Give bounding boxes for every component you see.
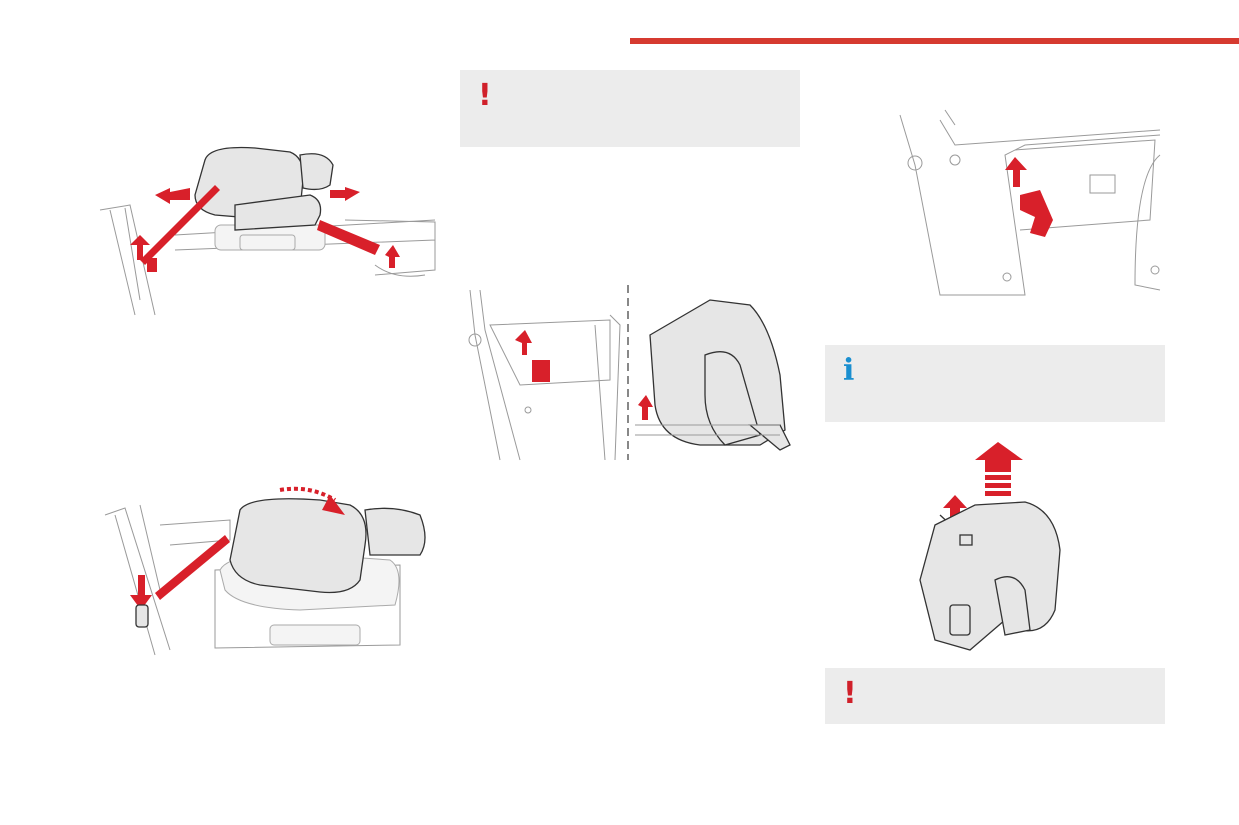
seat-removal-illustration <box>919 442 1061 651</box>
info-callout: i <box>825 345 1165 422</box>
seat-fold-backrest-illustration <box>104 486 426 656</box>
seat-slide-release-illustration <box>99 146 436 316</box>
header-accent-bar <box>630 38 1239 44</box>
floor-anchor-lever-illustration <box>899 109 1161 296</box>
info-icon: i <box>843 353 855 388</box>
warning-icon: ! <box>843 676 857 711</box>
warning-callout-bottom: ! <box>825 668 1165 724</box>
warning-callout-top: ! <box>460 70 800 147</box>
seat-lever-and-tilt-illustration <box>468 285 791 461</box>
warning-icon: ! <box>478 78 492 113</box>
